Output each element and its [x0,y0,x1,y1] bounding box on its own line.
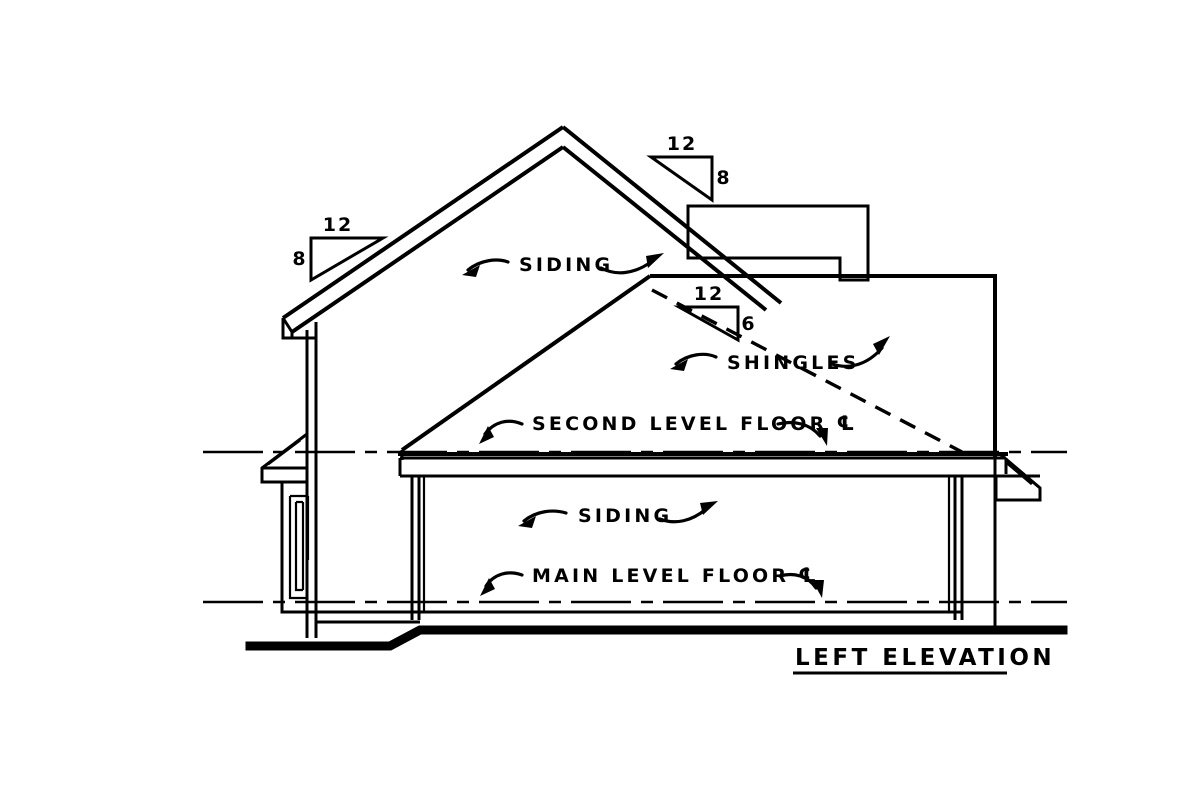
left-wall [305,330,318,638]
pitch-left-run-value: 12 [323,214,353,236]
grade-line [245,625,1068,651]
shingles-label: SHINGLES [727,352,860,374]
porch-post-right [947,476,964,620]
hidden-hip-line [651,288,963,454]
pitch-triangle-hip-roof: 12 6 [673,283,756,343]
right-eave-return [994,452,1042,502]
siding-upper-label: SIDING [519,254,613,276]
drawing-title-text: LEFT ELEVATION [795,645,1055,671]
main-floor-callout: MAIN LEVEL FLOOR℄ [480,563,824,598]
left-window-detail [280,488,316,614]
siding-lower-label: SIDING [578,505,672,527]
second-floor-label-text: SECOND LEVEL FLOOR [532,413,827,435]
pitch-right-run-value: 12 [667,133,697,155]
second-floor-centerline-symbol: ℄ [836,411,857,435]
pitch-left-rise-value: 8 [292,248,307,270]
pitch-triangle-left-gable: 12 8 [292,214,389,283]
porch-beam-band [398,452,1008,478]
porch-floor-line [316,610,962,624]
main-floor-label: MAIN LEVEL FLOOR℄ [532,563,819,587]
left-eave-return [260,432,308,492]
siding-lower-callout: SIDING [518,501,718,528]
main-gable-roof [281,125,783,352]
pitch-right-rise-value: 8 [716,167,731,189]
drawing-title: LEFT ELEVATION [793,645,1055,675]
shingles-callout: SHINGLES [670,336,890,374]
siding-upper-callout: SIDING [462,253,664,277]
pitch-triangle-right-gable: 12 8 [646,133,731,203]
second-floor-callout: SECOND LEVEL FLOOR ℄ [479,411,858,446]
second-floor-label: SECOND LEVEL FLOOR ℄ [532,411,858,435]
main-floor-label-text: MAIN LEVEL FLOOR [532,565,789,587]
pitch-hip-run-value: 12 [694,283,724,305]
porch-post-left [410,476,426,620]
pitch-hip-rise-value: 6 [741,313,756,335]
rear-structure-block [686,204,870,282]
